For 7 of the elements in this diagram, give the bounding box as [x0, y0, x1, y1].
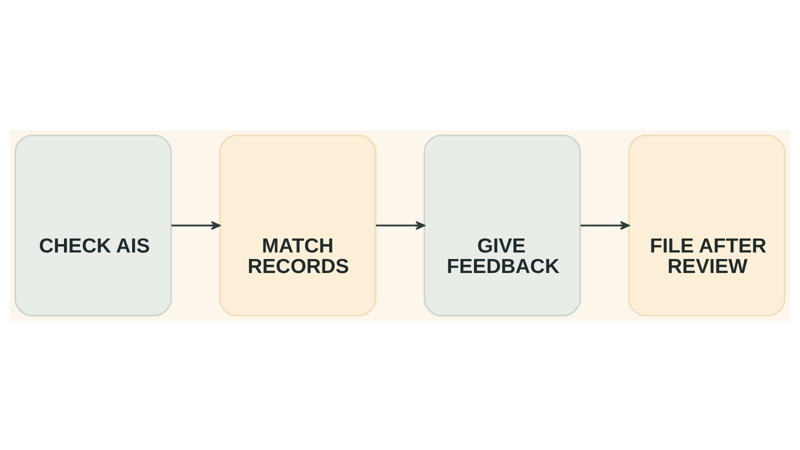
arrow	[376, 220, 426, 230]
node-box: FILE AFTER REVIEW	[628, 134, 786, 316]
node-box: MATCH RECORDS	[219, 134, 376, 316]
node-box: GIVE FEEDBACK	[424, 134, 581, 316]
arrow	[580, 220, 630, 230]
arrow	[171, 220, 221, 230]
node-box: CHECK AIS	[14, 134, 172, 316]
